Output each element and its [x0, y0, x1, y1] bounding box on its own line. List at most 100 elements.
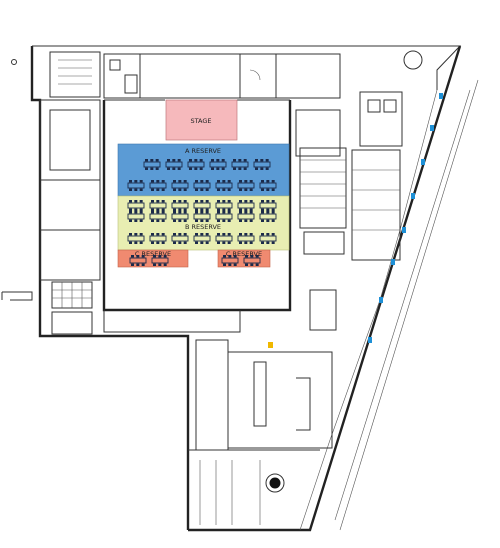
seat	[200, 219, 204, 222]
table-r4-0	[127, 235, 145, 242]
zone-a-label: A RESERVE	[185, 147, 221, 155]
seat	[227, 180, 231, 183]
seat	[227, 219, 231, 222]
seat	[178, 219, 182, 222]
seat	[195, 180, 198, 183]
seat	[244, 180, 248, 183]
table-r1-2	[171, 182, 189, 189]
seat	[129, 180, 132, 183]
seat	[139, 211, 143, 214]
seat	[156, 188, 160, 191]
seat	[245, 255, 248, 258]
seat	[249, 180, 253, 183]
seat	[189, 167, 192, 170]
seat	[249, 211, 253, 214]
seat	[222, 219, 226, 222]
table-r2-1	[149, 202, 167, 209]
column-marker	[368, 337, 372, 343]
seat	[205, 180, 209, 183]
seat	[200, 241, 204, 244]
seat	[243, 159, 247, 162]
table-r2-6	[259, 202, 277, 209]
seat	[244, 188, 248, 191]
seat	[161, 211, 165, 214]
seat	[153, 255, 156, 258]
seat	[266, 208, 270, 211]
seat	[228, 263, 232, 266]
seat	[255, 167, 258, 170]
seating-tables	[127, 159, 277, 266]
seat	[205, 188, 209, 191]
seat	[178, 208, 182, 211]
seat	[223, 263, 226, 266]
seat	[244, 233, 248, 236]
seat	[199, 159, 203, 162]
zone-c1-label: C RESERVE	[135, 250, 171, 258]
facade-column-markers	[368, 93, 443, 343]
seat	[266, 233, 270, 236]
seat	[216, 167, 220, 170]
seat	[239, 208, 242, 211]
seat	[139, 180, 143, 183]
seat	[266, 219, 270, 222]
seat	[178, 211, 182, 214]
seat	[139, 208, 143, 211]
seat	[129, 208, 132, 211]
table-r4-3	[193, 235, 211, 242]
seat	[261, 200, 264, 203]
table-r0-4	[231, 161, 249, 168]
seat	[141, 255, 145, 258]
seat	[266, 211, 270, 214]
seat	[139, 200, 143, 203]
seat	[173, 180, 176, 183]
lower-annex	[188, 339, 333, 525]
table-r0-1	[165, 161, 183, 168]
seat	[217, 211, 220, 214]
seat	[178, 180, 182, 183]
seat	[233, 167, 236, 170]
table-r3-1	[149, 213, 167, 220]
seat	[239, 188, 242, 191]
seat	[161, 188, 165, 191]
column-marker	[421, 159, 425, 165]
column-marker	[391, 259, 395, 265]
seat	[216, 159, 220, 162]
seat	[141, 263, 145, 266]
seat	[178, 241, 182, 244]
seat	[205, 208, 209, 211]
seat	[255, 159, 258, 162]
seat	[243, 167, 247, 170]
seat	[255, 263, 259, 266]
seat	[156, 180, 160, 183]
seat	[150, 167, 154, 170]
table-r1-3	[193, 182, 211, 189]
seat	[260, 159, 264, 162]
seat	[183, 241, 187, 244]
seat	[129, 188, 132, 191]
seat	[255, 255, 259, 258]
seat	[249, 188, 253, 191]
seat	[261, 233, 264, 236]
seat	[156, 200, 160, 203]
seat	[221, 159, 225, 162]
seat	[183, 188, 187, 191]
table-r3-0	[127, 213, 145, 220]
seat	[249, 200, 253, 203]
seat	[172, 167, 176, 170]
seat	[134, 233, 138, 236]
seat	[261, 211, 264, 214]
table-r3-6	[259, 213, 277, 220]
seat	[195, 211, 198, 214]
column-marker	[379, 297, 383, 303]
seat	[200, 233, 204, 236]
table-r3-5	[237, 213, 255, 220]
seat	[249, 219, 253, 222]
seat	[250, 263, 254, 266]
table-r4-4	[215, 235, 233, 242]
seat	[205, 219, 209, 222]
seat	[217, 241, 220, 244]
seat	[134, 188, 138, 191]
seat	[211, 167, 214, 170]
seat	[205, 241, 209, 244]
seat	[249, 233, 253, 236]
